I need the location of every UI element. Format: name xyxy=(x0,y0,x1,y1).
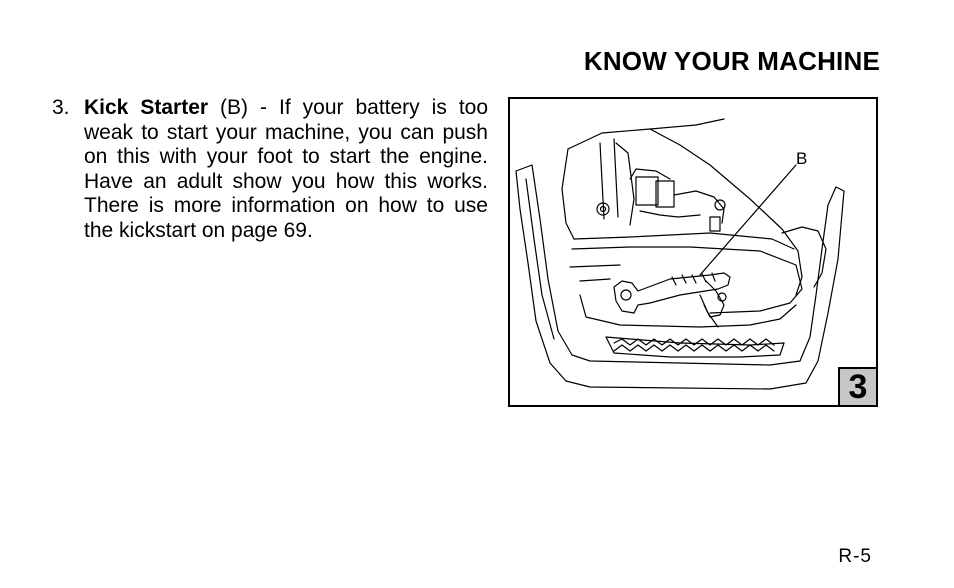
kick-starter-figure: B 3 xyxy=(508,97,878,407)
section-title: KNOW YOUR MACHINE xyxy=(583,46,880,76)
item-body: Kick Starter (B) - If your battery is to… xyxy=(84,96,488,243)
item-term: Kick Starter xyxy=(84,96,209,119)
page-number: R-5 xyxy=(838,546,872,567)
figure-number-badge: 3 xyxy=(838,367,876,405)
item-description: (B) - If your battery is too weak to sta… xyxy=(84,96,489,242)
callout-label-b: B xyxy=(796,149,808,168)
kick-starter-item: 3. Kick Starter (B) - If your battery is… xyxy=(52,96,488,243)
item-number: 3. xyxy=(52,96,70,119)
kick-starter-illustration xyxy=(515,118,845,390)
